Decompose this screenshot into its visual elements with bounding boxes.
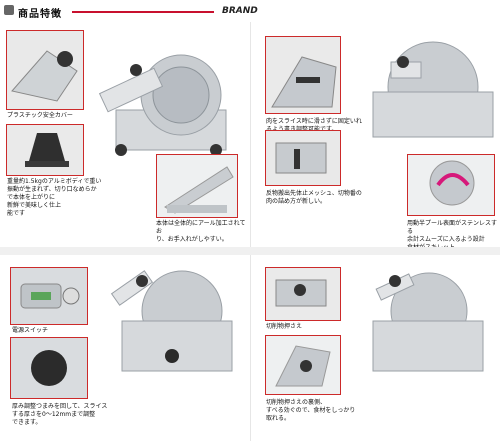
- detail-box-rounded-body: [156, 154, 238, 218]
- quadrant-bottom-left: 電源スイッチ 厚み調整つまみを回して、スライス する厚さを0〜12mmまで調整 …: [0, 255, 250, 441]
- caption-safety-cover: プラスチック安全カバー: [7, 112, 73, 119]
- rounded-body-detail-image: [157, 155, 237, 217]
- caption-pusher-back: 切削物押さえの裏側、 すべる効ぐので、食材をしっかり 取れる。: [266, 399, 356, 422]
- quadrant-top-left: プラスチック安全カバー 重量約1.5kgのアルミボディで重い 振動が生まれず、切…: [0, 22, 250, 247]
- blade-detail-image: [408, 155, 494, 215]
- detail-box-thickness-knob: [10, 337, 88, 399]
- mesh-detail-image: [266, 131, 340, 185]
- power-switch-image: [11, 268, 87, 324]
- logo-icon: [4, 5, 14, 15]
- header-bar: 商品特徴 BRAND: [0, 0, 500, 22]
- detail-box-fixing: [265, 36, 341, 114]
- brand-label: BRAND: [222, 6, 258, 16]
- caption-food-pusher: 切削物押さえ: [266, 323, 303, 330]
- slicer-machine-image: [98, 54, 227, 156]
- thickness-knob-image: [11, 338, 87, 398]
- detail-box-mesh: [265, 130, 341, 186]
- fixing-detail-image: [266, 37, 340, 113]
- quadrant-bottom-right: 切削物押さえ 切削物押さえの裏側、 すべる効ぐので、食材をしっかり 取れる。: [251, 255, 500, 441]
- caption-power-switch: 電源スイッチ: [12, 327, 49, 334]
- slicer-front-image: [110, 270, 233, 372]
- detail-box-pusher-back: [265, 335, 341, 395]
- page-title: 商品特徴: [18, 9, 62, 20]
- caption-thickness-knob: 厚み調整つまみを回して、スライス する厚さを0〜12mmまで調整 できます。: [12, 403, 108, 426]
- divider-vertical: [250, 22, 251, 441]
- caption-mesh: 反物搬出先体止メッシュ、切物番の 肉の詰め方が新しい。: [266, 190, 362, 205]
- slicer-rear-image: [372, 272, 484, 372]
- food-pusher-image: [266, 268, 340, 320]
- pusher-back-image: [266, 336, 340, 394]
- detail-box-food-pusher: [265, 267, 341, 321]
- divider-horizontal: [0, 247, 500, 255]
- caption-body-weight: 重量約1.5kgのアルミボディで重い 振動が生まれず、切り口なめらか で本体を上…: [7, 178, 102, 217]
- detail-box-blade: [407, 154, 495, 216]
- base-detail-image: [7, 125, 83, 175]
- quadrant-top-right: 肉をスライス時に滑さずに固定いれ るよう書き調整可能です。 反物搬出先体止メッシ…: [251, 22, 500, 247]
- caption-blade: 用動半プール表面がステンレスする 余計スムーズに入るよう設計 食材がスキレット: [407, 220, 498, 247]
- header-underline: [72, 11, 214, 13]
- caption-rounded-body: 本体は全体的にアール加工されてお り、お手入れがしやすい。: [156, 220, 246, 243]
- detail-box-safety-cover: [6, 30, 84, 110]
- detail-box-power-switch: [10, 267, 88, 325]
- cover-detail-image: [7, 31, 83, 109]
- caption-fixing: 肉をスライス時に滑さずに固定いれ るよう書き調整可能です。: [266, 118, 362, 133]
- slicer-side-image: [372, 41, 494, 138]
- detail-box-body: [6, 124, 84, 176]
